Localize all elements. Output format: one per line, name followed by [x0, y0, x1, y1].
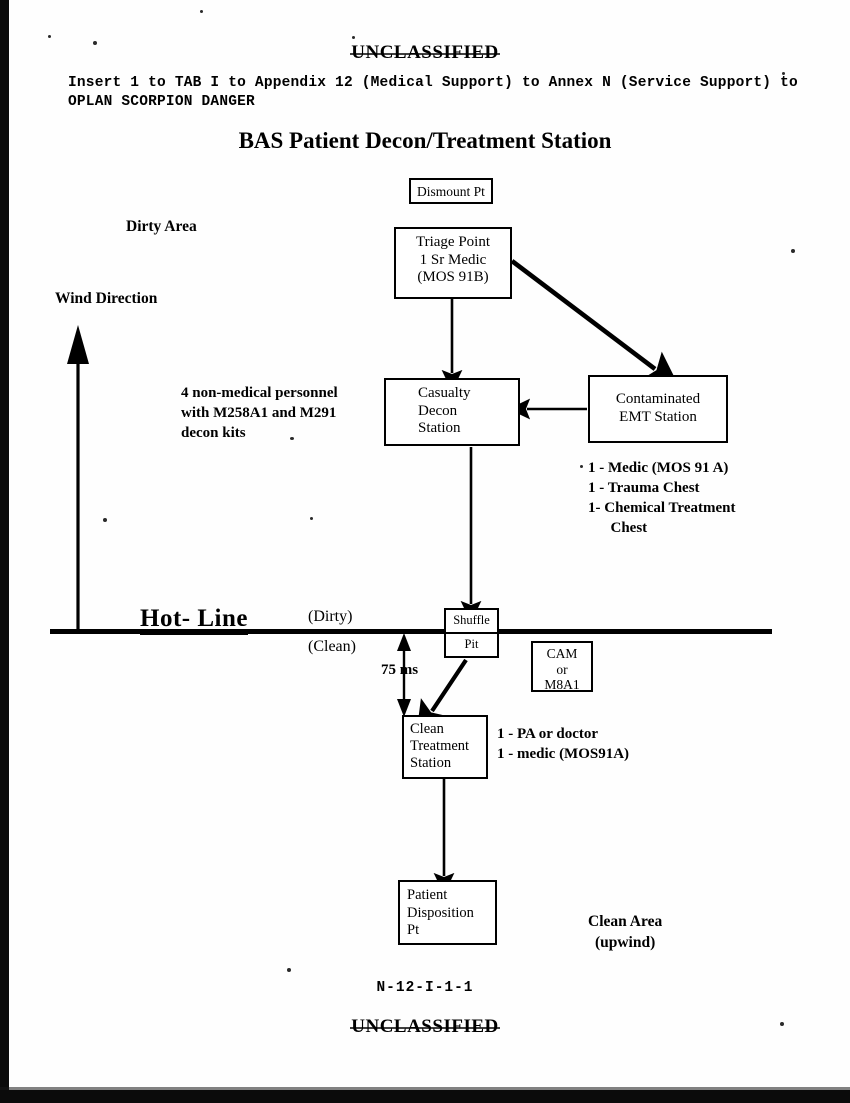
scan-speck [93, 41, 97, 45]
node-clean-treatment-line1: Clean [410, 721, 444, 737]
hot-line-label-text: Hot- Line [140, 605, 248, 635]
scan-artifact-bottom-edge [0, 1090, 850, 1103]
node-triage-point-line2: 1 Sr Medic [419, 251, 487, 268]
node-clean-treatment-station[interactable]: Clean Treatment Station [402, 715, 488, 779]
label-clean-area: Clean Area (upwind) [588, 913, 663, 951]
node-dismount-pt-line: Dismount Pt [417, 184, 485, 199]
label-distance-75ms: 75 ms [381, 662, 419, 678]
arrow-triage-to-contaminated-emt [510, 259, 680, 388]
scan-speck [200, 10, 203, 13]
node-patient-disposition-pt[interactable]: Patient Disposition Pt [398, 880, 497, 945]
node-clean-treatment-line3: Station [410, 755, 452, 771]
node-triage-point-line3: (MOS 91B) [417, 269, 489, 285]
label-dirty-side: (Dirty) [308, 608, 353, 625]
scan-speck [352, 36, 355, 39]
scan-speck [48, 35, 51, 38]
node-pit[interactable]: Pit [444, 634, 499, 658]
node-triage-point-line1: Triage Point [415, 234, 491, 250]
node-casualty-decon-station[interactable]: Casualty Decon Station [384, 378, 520, 446]
wind-direction-arrow [67, 325, 89, 630]
scan-speck [580, 465, 583, 468]
classification-banner-bottom: UNCLASSIFIED [0, 1016, 850, 1038]
node-patient-disposition-line1: Patient [407, 887, 448, 903]
scan-speck [780, 1022, 784, 1026]
label-clean-treatment-staffing: 1 - PA or doctor 1 - medic (MOS91A) [497, 726, 630, 762]
node-shuffle[interactable]: Shuffle [444, 608, 499, 632]
node-casualty-decon-line2: Decon [418, 402, 458, 419]
scan-artifact-bottom-edge-fade [0, 1087, 850, 1090]
label-dirty-area: Dirty Area [126, 218, 197, 235]
page-number: N-12-I-1-1 [376, 980, 474, 996]
scan-speck [103, 518, 107, 522]
node-shuffle-line: Shuffle [453, 613, 490, 627]
scan-speck [310, 517, 313, 520]
node-cam-line3: M8A1 [544, 677, 580, 692]
node-dismount-pt[interactable]: Dismount Pt [409, 178, 493, 204]
node-casualty-decon-line1: Casualty [418, 385, 471, 401]
label-decon-personnel: 4 non-medical personnel with M258A1 and … [181, 385, 338, 441]
node-clean-treatment-line2: Treatment [410, 738, 470, 754]
classification-banner-top: UNCLASSIFIED [0, 42, 850, 64]
node-pit-line: Pit [464, 637, 479, 651]
page-title: BAS Patient Decon/Treatment Station [238, 128, 612, 153]
node-cam-line1: CAM [546, 646, 578, 661]
node-patient-disposition-line2: Disposition [407, 904, 474, 921]
classification-bottom-text: UNCLASSIFIED [350, 1016, 501, 1037]
scan-speck [287, 968, 291, 972]
node-contaminated-emt-station[interactable]: Contaminated EMT Station [588, 375, 728, 443]
hot-line-divider [50, 629, 772, 634]
label-clean-side: (Clean) [308, 638, 356, 655]
reference-line: Insert 1 to TAB I to Appendix 12 (Medica… [68, 75, 798, 110]
scan-speck [290, 437, 294, 440]
scan-speck [782, 72, 785, 75]
scan-artifact-left-edge [0, 0, 9, 1103]
node-cam-m8a1[interactable]: CAM or M8A1 [531, 641, 593, 692]
node-contaminated-emt-line1: Contaminated [615, 391, 701, 407]
classification-top-text: UNCLASSIFIED [350, 42, 501, 63]
node-casualty-decon-line3: Station [418, 420, 461, 436]
node-patient-disposition-line3: Pt [407, 922, 420, 938]
node-triage-point[interactable]: Triage Point 1 Sr Medic (MOS 91B) [394, 227, 512, 299]
label-wind-direction: Wind Direction [55, 290, 158, 307]
node-cam-line2: or [556, 661, 568, 677]
arrow-shuffle-pit-to-clean-treatment [416, 658, 468, 735]
hot-line-label: Hot- Line [140, 605, 248, 635]
node-contaminated-emt-line2: EMT Station [619, 408, 697, 425]
label-emt-staffing: 1 - Medic (MOS 91 A) 1 - Trauma Chest 1-… [588, 460, 736, 536]
scan-speck [791, 249, 795, 253]
